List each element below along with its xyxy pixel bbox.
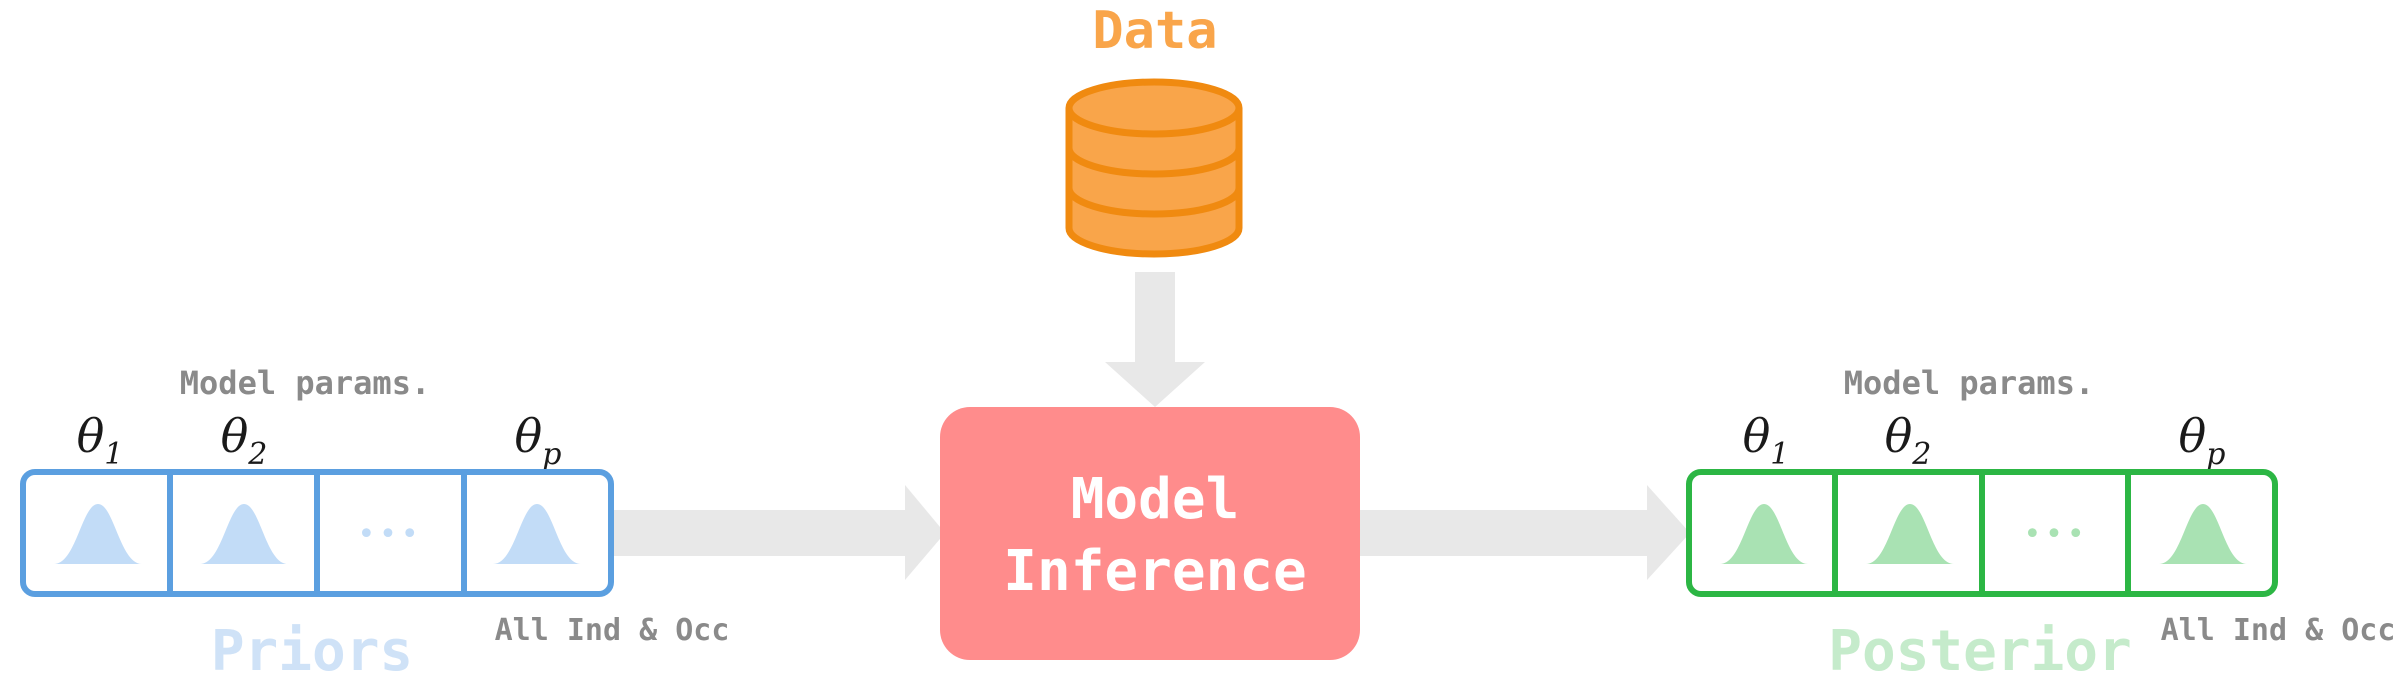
prior-ellipsis: ••• bbox=[357, 517, 422, 552]
model-inference-line1: Model bbox=[1071, 467, 1240, 532]
priors-footer: All Ind & Occ bbox=[495, 613, 730, 648]
prior-param-theta-1: θ1 bbox=[77, 409, 124, 472]
posterior-footer: All Ind & Occ bbox=[2161, 613, 2396, 648]
arrow-priors-to-inference bbox=[612, 485, 945, 580]
posterior-params-header: Model params. bbox=[1844, 364, 2094, 402]
posterior-param-theta-1: θ1 bbox=[1743, 409, 1790, 472]
posterior-param-theta-p: θp bbox=[2179, 409, 2226, 472]
arrow-data-to-inference bbox=[1105, 272, 1205, 407]
posterior-label: Posterior bbox=[1828, 619, 2131, 684]
arrow-inference-to-posterior bbox=[1358, 485, 1690, 580]
data-title: Data bbox=[1092, 1, 1217, 61]
priors-params-header: Model params. bbox=[180, 364, 430, 402]
posterior-param-theta-2: θ2 bbox=[1885, 409, 1932, 472]
model-inference-line2: Inference bbox=[1003, 539, 1306, 604]
prior-param-theta-p: θp bbox=[515, 409, 562, 472]
posterior-panel: Model params. θ1 θ2 θp ••• All Ind & Occ… bbox=[1686, 364, 2396, 684]
prior-param-theta-2: θ2 bbox=[221, 409, 268, 472]
priors-panel: Model params. θ1 θ2 θp ••• All Ind & Occ… bbox=[20, 364, 730, 684]
model-inference-box bbox=[940, 407, 1360, 660]
posterior-ellipsis: ••• bbox=[2023, 517, 2088, 552]
database-icon bbox=[1065, 78, 1243, 258]
priors-label: Priors bbox=[211, 619, 413, 684]
